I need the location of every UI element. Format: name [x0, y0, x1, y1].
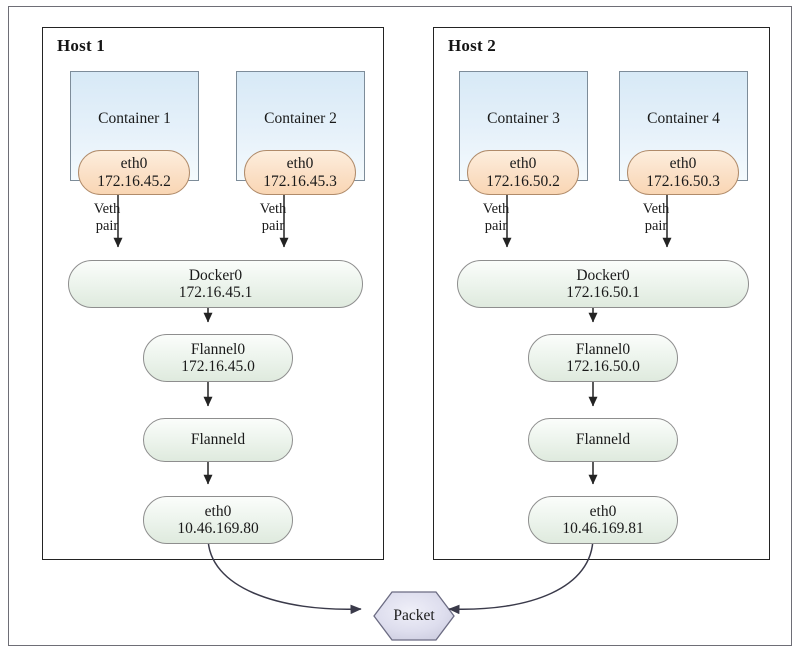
host-2-docker0-name: Docker0: [576, 266, 630, 284]
container-4-eth0-name: eth0: [669, 155, 697, 173]
container-1-eth0-name: eth0: [120, 155, 148, 173]
container-1-veth-line1: Veth: [93, 201, 121, 217]
container-2-veth-line1: Veth: [259, 201, 287, 217]
host-2-box: Host 2 Container 3 eth0 172.16.50.2 Veth…: [433, 27, 770, 560]
host-1-flannel0-name: Flannel0: [190, 340, 246, 358]
host-2-docker0-ip: 172.16.50.1: [566, 284, 640, 301]
container-2-eth0-ip: 172.16.45.3: [263, 172, 337, 190]
container-4-eth0-ip: 172.16.50.3: [646, 172, 720, 190]
container-1-label: Container 1: [98, 110, 171, 127]
host-2-flannel0-pill: Flannel0 172.16.50.0: [528, 334, 678, 382]
container-4-label: Container 4: [647, 110, 720, 127]
container-1-eth0-ip: 172.16.45.2: [97, 172, 171, 190]
container-2-veth-line2: pair: [261, 218, 285, 235]
host-2-flannel0-name: Flannel0: [575, 340, 631, 358]
container-3-eth0-ip: 172.16.50.2: [486, 172, 560, 190]
host-2-flannel0-ip: 172.16.50.0: [566, 358, 640, 375]
container-3-eth0-name: eth0: [509, 155, 537, 173]
host-1-docker0-pill: Docker0 172.16.45.1: [68, 260, 363, 308]
packet-node: Packet: [372, 590, 456, 642]
container-3-label: Container 3: [487, 110, 560, 127]
host-1-flanneld-pill: Flanneld: [143, 418, 293, 462]
host-1-docker0-name: Docker0: [188, 266, 243, 284]
container-3-eth0-pill: eth0 172.16.50.2: [467, 150, 579, 195]
container-4-veth-line1: Veth: [642, 201, 670, 217]
container-3-veth-label: Veth pair: [468, 201, 524, 235]
container-3-veth-line1: Veth: [482, 201, 510, 217]
packet-label: Packet: [393, 607, 435, 624]
host-2-title: Host 2: [448, 36, 496, 55]
container-1-veth-line2: pair: [95, 218, 119, 235]
host-1-flannel0-pill: Flannel0 172.16.45.0: [143, 334, 293, 382]
container-4-eth0-pill: eth0 172.16.50.3: [627, 150, 739, 195]
container-1-eth0-pill: eth0 172.16.45.2: [78, 150, 190, 195]
container-3-veth-line2: pair: [484, 218, 508, 235]
host-1-flanneld-name: Flanneld: [190, 431, 246, 449]
host-1-eth0-name: eth0: [204, 502, 232, 520]
packet-hexagon-icon: [373, 591, 455, 641]
host-1-flannel0-ip: 172.16.45.0: [181, 358, 255, 375]
container-4-veth-label: Veth pair: [628, 201, 684, 235]
host-1-title: Host 1: [57, 36, 105, 55]
host-2-flanneld-pill: Flanneld: [528, 418, 678, 462]
container-4-veth-line2: pair: [644, 218, 668, 235]
host-2-docker0-pill: Docker0 172.16.50.1: [457, 260, 749, 308]
container-2-eth0-name: eth0: [286, 155, 314, 173]
container-1-veth-label: Veth pair: [79, 201, 135, 235]
host-1-docker0-ip: 172.16.45.1: [178, 284, 253, 301]
host-1-box: Host 1 Container 1 eth0 172.16.45.2 Veth…: [42, 27, 384, 560]
diagram-frame: Host 1 Container 1 eth0 172.16.45.2 Veth…: [8, 6, 792, 646]
host-2-flanneld-name: Flanneld: [575, 431, 631, 449]
host-1-eth0-pill: eth0 10.46.169.80: [143, 496, 293, 544]
host-2-eth0-pill: eth0 10.46.169.81: [528, 496, 678, 544]
container-2-label: Container 2: [264, 110, 337, 127]
host-2-eth0-ip: 10.46.169.81: [562, 520, 644, 537]
host-2-eth0-name: eth0: [589, 502, 617, 520]
container-2-veth-label: Veth pair: [245, 201, 301, 235]
container-2-eth0-pill: eth0 172.16.45.3: [244, 150, 356, 195]
host-1-eth0-ip: 10.46.169.80: [177, 520, 259, 537]
